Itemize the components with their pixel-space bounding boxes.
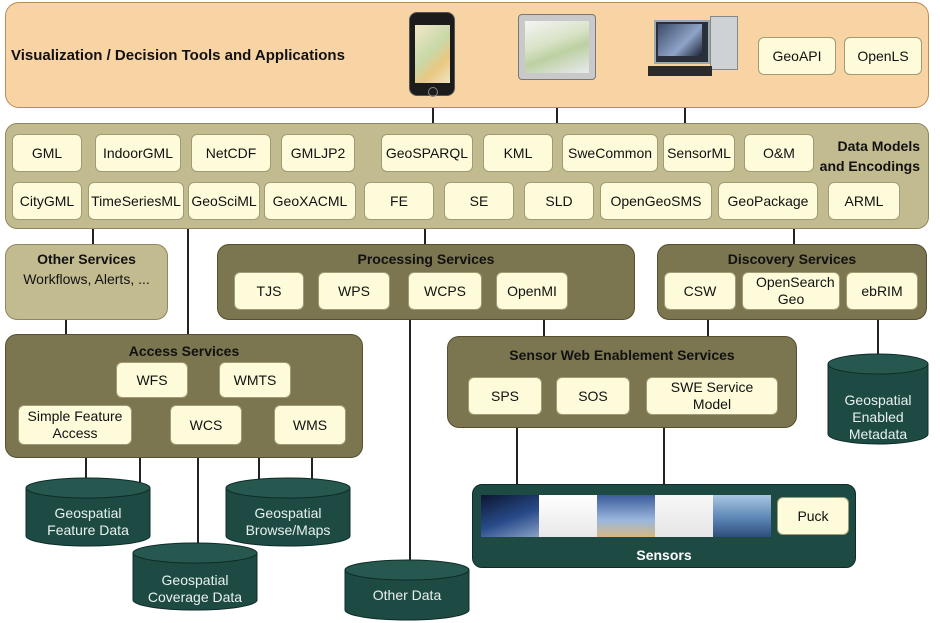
connector-sps [516, 426, 518, 484]
geosciml-box: GeoSciML [188, 182, 260, 220]
other-data-label: Other Data [372, 587, 442, 603]
swe-service-model-box: SWE Service Model [646, 377, 778, 415]
connector-wms [311, 443, 313, 483]
se-box: SE [444, 182, 514, 220]
swe-services-title: Sensor Web Enablement Services [509, 347, 735, 363]
openmi-box: OpenMI [496, 272, 568, 310]
other-services-panel: Other Services Workflows, Alerts, ... [5, 244, 168, 320]
om-box: O&M [744, 134, 814, 172]
sps-box: SPS [468, 377, 542, 415]
feature-data-store [25, 477, 151, 547]
connector-discovery [793, 228, 795, 246]
openls-box: OpenLS [844, 37, 922, 75]
ebrim-box: ebRIM [846, 272, 918, 310]
metadata-label: Geospatial Enabled Metadata [844, 392, 912, 442]
connector-swe-model [663, 426, 665, 484]
discovery-services-title: Discovery Services [727, 251, 857, 267]
other-data-store [344, 559, 470, 621]
connector-access [187, 228, 189, 336]
wps-box: WPS [318, 272, 390, 310]
netcdf-box: NetCDF [191, 134, 271, 172]
weather-station-photo [655, 495, 713, 537]
geoapi-box: GeoAPI [758, 37, 836, 75]
connector-disc-swe [707, 318, 709, 336]
connector-other [92, 228, 94, 246]
timeseriesml-box: TimeSeriesML [88, 182, 184, 220]
wms-box: WMS [274, 405, 346, 445]
other-services-title: Other Services [37, 251, 136, 267]
sensorml-box: SensorML [663, 134, 735, 172]
satellite-photo [481, 495, 539, 537]
connector-simple [85, 443, 87, 483]
swecommon-box: SweCommon [562, 134, 658, 172]
kml-box: KML [483, 134, 553, 172]
gmljp2-box: GMLJP2 [281, 134, 355, 172]
metadata-store [827, 353, 929, 445]
coverage-data-label: Geospatial Coverage Data [147, 572, 243, 605]
indoorgml-box: IndoorGML [95, 134, 181, 172]
visualization-title: Visualization / Decision Tools and Appli… [11, 47, 345, 64]
connector-wcs [197, 443, 199, 543]
sensors-panel: Puck Sensors [472, 484, 856, 568]
geosparql-box: GeoSPARQL [381, 134, 473, 172]
browse-maps-label: Geospatial Browse/Maps [245, 505, 331, 538]
connector-phone [432, 96, 434, 126]
puck-box: Puck [777, 497, 849, 535]
visualization-panel: Visualization / Decision Tools and Appli… [5, 2, 929, 108]
connector-proc-swe [543, 318, 545, 336]
geopackage-box: GeoPackage [718, 182, 818, 220]
access-services-title: Access Services [128, 343, 240, 359]
gml-box: GML [12, 134, 82, 172]
connector-otherdata [409, 310, 411, 572]
radar-dome-photo [597, 495, 655, 537]
csw-box: CSW [664, 272, 736, 310]
drone-photo [539, 495, 597, 537]
opensearch-geo-box: OpenSearch Geo [742, 272, 840, 310]
wcs-box: WCS [170, 405, 242, 445]
wfs-box: WFS [116, 362, 188, 398]
sld-box: SLD [524, 182, 594, 220]
tjs-box: TJS [234, 272, 304, 310]
browse-maps-store [225, 477, 351, 547]
geoxacml-box: GeoXACML [264, 182, 356, 220]
wmts-box: WMTS [219, 362, 291, 398]
connector-other-access [65, 318, 67, 336]
desktop-computer-icon [644, 14, 738, 80]
sos-box: SOS [556, 377, 630, 415]
opengeosms-box: OpenGeoSMS [600, 182, 712, 220]
smartphone-icon [409, 12, 455, 97]
connector-processing [424, 228, 426, 246]
buoy-photo [713, 495, 771, 537]
data-models-title: Data Models and Encodings [819, 138, 920, 174]
fe-box: FE [364, 182, 434, 220]
citygml-box: CityGML [12, 182, 82, 220]
processing-services-title: Processing Services [357, 251, 495, 267]
simple-feature-access-box: Simple Feature Access [18, 405, 132, 445]
wcps-box: WCPS [408, 272, 482, 310]
arml-box: ARML [828, 182, 900, 220]
feature-data-label: Geospatial Feature Data [47, 505, 129, 538]
sensors-title: Sensors [636, 547, 692, 563]
other-services-subtitle: Workflows, Alerts, ... [23, 271, 150, 287]
tablet-icon [518, 14, 596, 80]
connector-metadata [877, 310, 879, 360]
coverage-data-store [132, 542, 258, 611]
